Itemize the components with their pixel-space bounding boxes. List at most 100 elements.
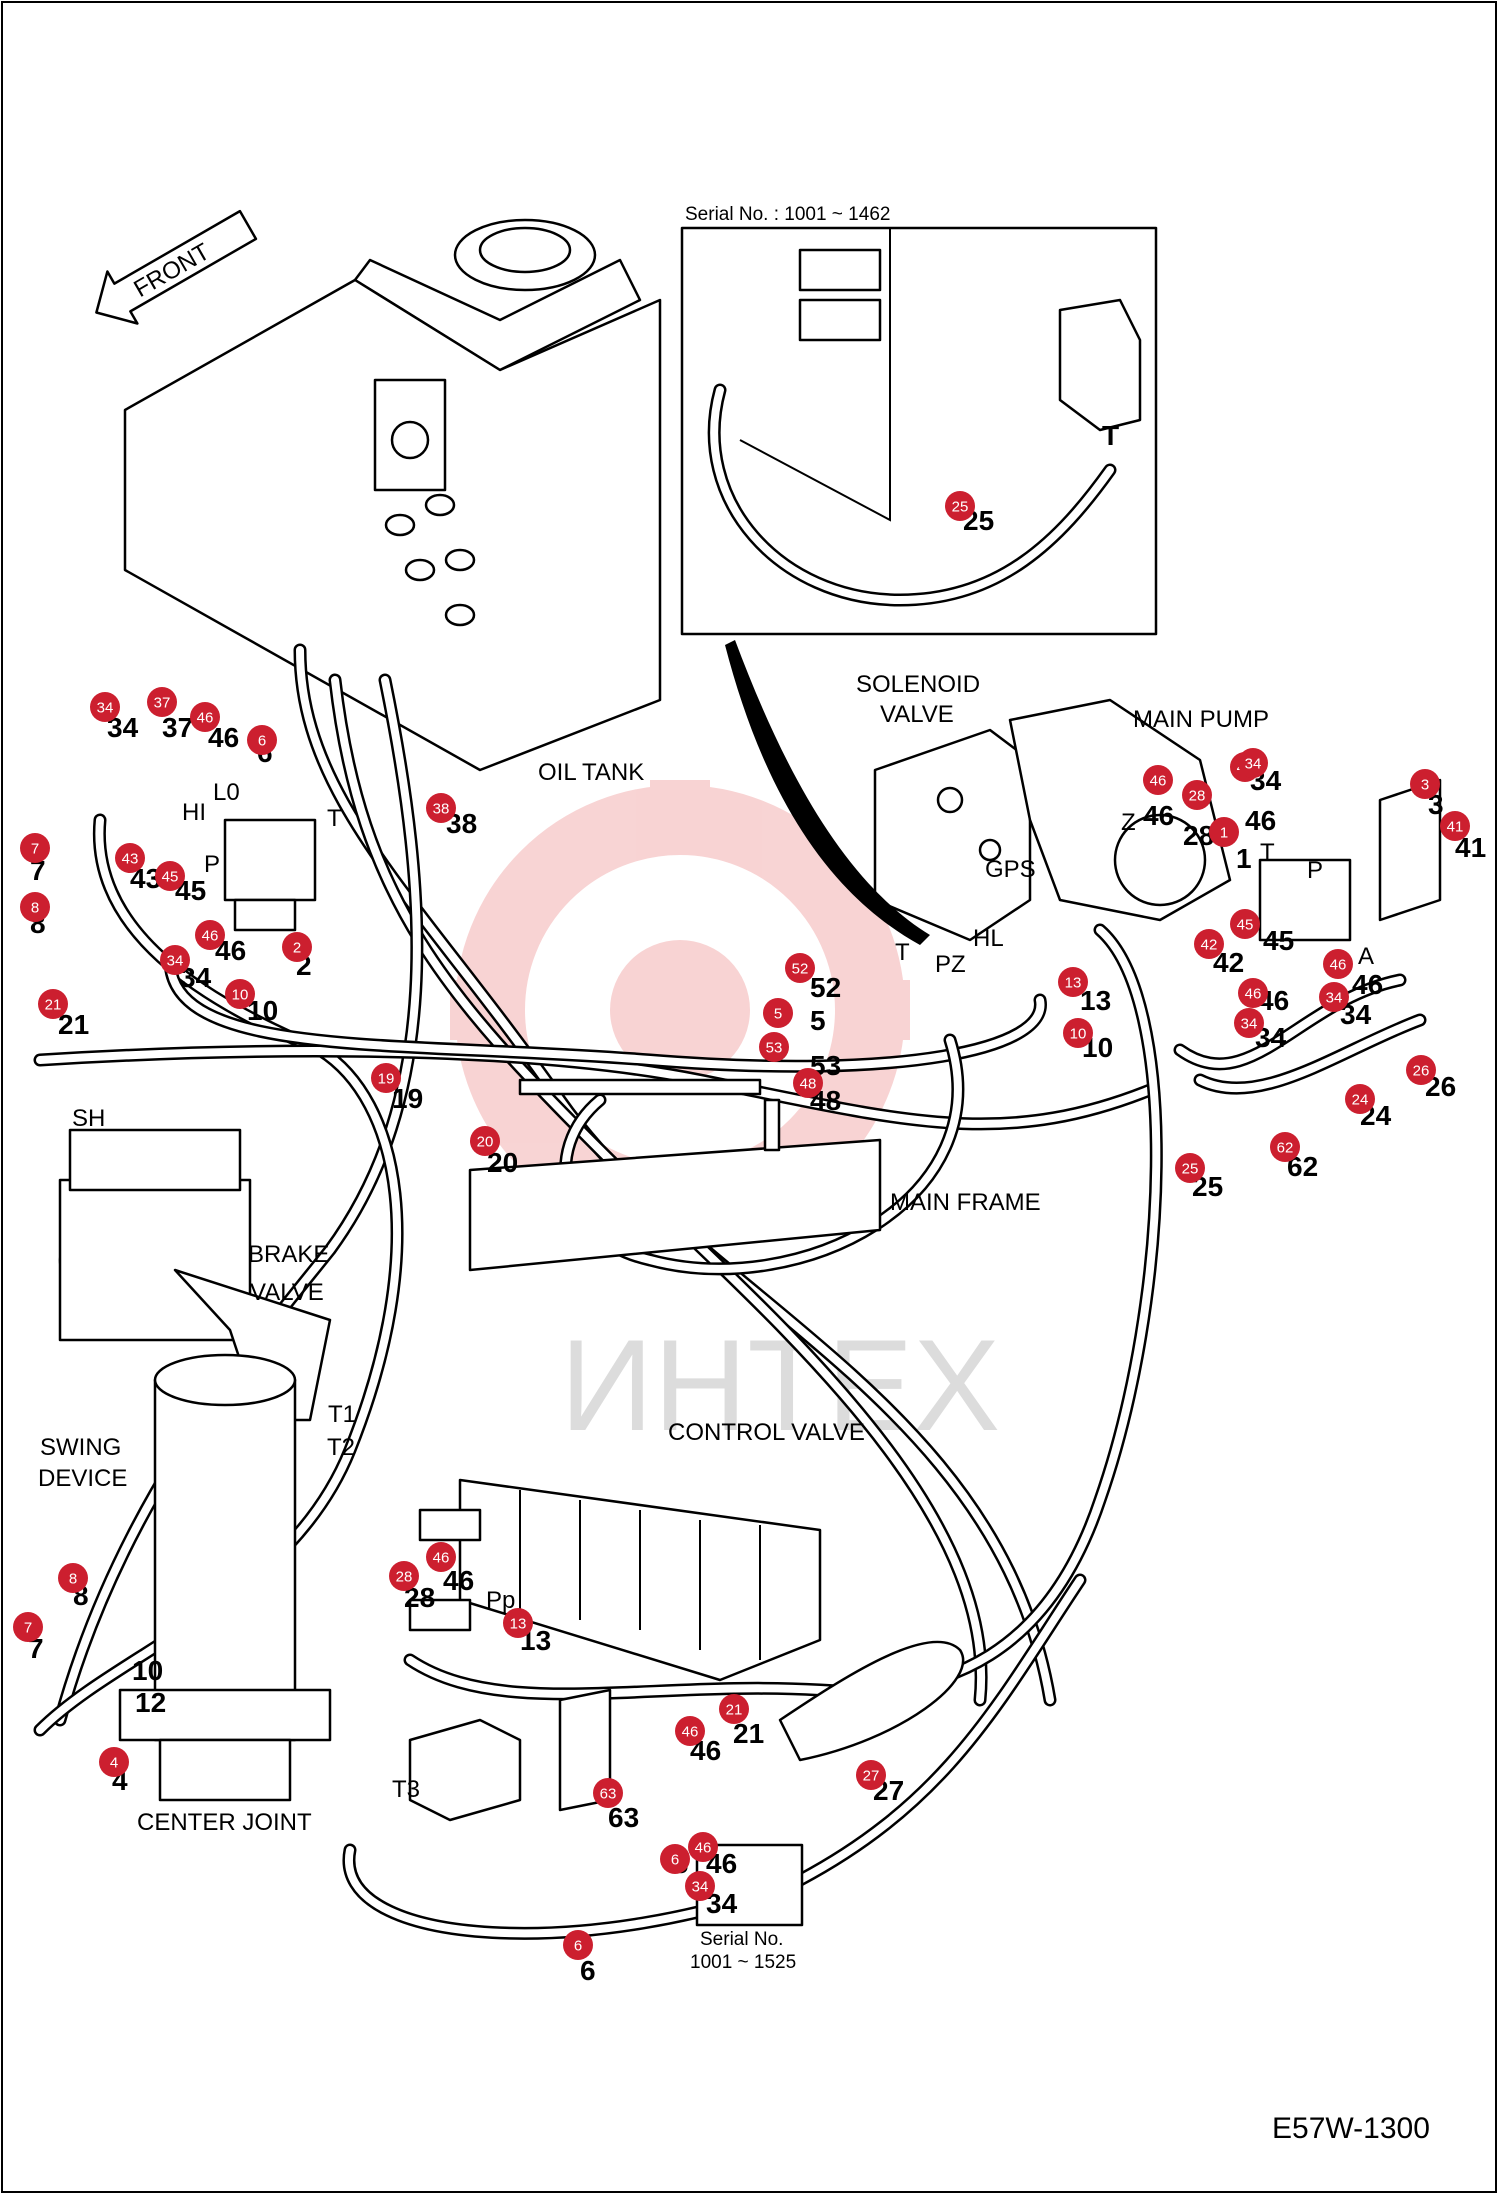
callout-circle xyxy=(856,1760,886,1790)
part-number: 10 xyxy=(132,1655,163,1686)
callout-circle xyxy=(1058,967,1088,997)
callout-label: 2 xyxy=(293,940,301,957)
callout-circle xyxy=(1345,1084,1375,1114)
callout-label: 45 xyxy=(162,869,179,886)
callout-marker: 3 xyxy=(1410,769,1440,799)
callout-circle xyxy=(38,989,68,1019)
callout-marker: 6 xyxy=(563,1930,593,1960)
callout-marker: 24 xyxy=(1345,1084,1375,1114)
part-number: 45 xyxy=(1263,925,1294,956)
callout-circle xyxy=(503,1608,533,1638)
part-number: 6 xyxy=(580,1955,596,1986)
callout-marker: 37 xyxy=(147,687,177,717)
callout-marker: 5 xyxy=(763,998,793,1028)
callout-label: 46 xyxy=(682,1724,699,1741)
watermark-text: ИНТЕХ xyxy=(560,1312,1000,1458)
callout-label: 48 xyxy=(800,1076,817,1093)
callout-label: 13 xyxy=(1065,975,1082,992)
callout-marker: 46 xyxy=(688,1832,718,1862)
port-pp: Pp xyxy=(486,1587,515,1614)
port-t1: T1 xyxy=(328,1401,356,1428)
center-joint xyxy=(118,1353,332,1802)
callout-label: 7 xyxy=(31,841,39,858)
callout-circle xyxy=(593,1778,623,1808)
callout-marker: 43 xyxy=(115,843,145,873)
callout-label: 8 xyxy=(69,1571,77,1588)
callout-label: 25 xyxy=(952,499,969,516)
callout-label: 19 xyxy=(378,1071,395,1088)
hoses xyxy=(33,643,1427,1940)
callout-marker: 10 xyxy=(225,979,255,1009)
callout-label: 21 xyxy=(45,997,62,1014)
callout-label: 46 xyxy=(433,1550,450,1567)
part-number: 46 xyxy=(443,1565,474,1596)
callout-marker: 6 xyxy=(660,1844,690,1874)
protective-sleeve xyxy=(778,1640,965,1762)
callout-label: 46 xyxy=(1245,986,1262,1003)
callout-circle xyxy=(1440,811,1470,841)
callout-label: 34 xyxy=(1245,756,1262,773)
callout-marker: 10 xyxy=(1063,1018,1093,1048)
label-solenoid-1: SOLENOID xyxy=(856,671,980,698)
callout-circle xyxy=(115,843,145,873)
callout-marker: 46 xyxy=(195,920,225,950)
callout-circle xyxy=(685,1871,715,1901)
callout-marker: 26 xyxy=(1406,1055,1436,1085)
callout-marker: 7 xyxy=(20,833,50,863)
callout-marker: 63 xyxy=(593,1778,623,1808)
callout-circle xyxy=(470,1126,500,1156)
callout-label: 5 xyxy=(774,1006,782,1023)
part-number: 52 xyxy=(810,972,841,1003)
callout-circle xyxy=(1323,949,1353,979)
callout-circle xyxy=(785,953,815,983)
callout-label: 24 xyxy=(1352,1092,1369,1109)
label-swing-1: SWING xyxy=(40,1434,121,1461)
port-l0: L0 xyxy=(213,779,240,806)
callout-marker: 41 xyxy=(1440,811,1470,841)
callout-marker: 48 xyxy=(793,1068,823,1098)
callout-circle xyxy=(675,1716,705,1746)
callout-circle xyxy=(688,1832,718,1862)
callout-marker: 25 xyxy=(1175,1153,1205,1183)
main-frame xyxy=(468,1078,882,1272)
callout-circle xyxy=(719,1694,749,1724)
callout-label: 63 xyxy=(600,1786,617,1803)
callout-label: 7 xyxy=(24,1620,32,1637)
callout-label: 62 xyxy=(1277,1140,1294,1157)
inset-pointer xyxy=(725,640,930,945)
callout-label: 46 xyxy=(197,710,214,727)
port-t2: T2 xyxy=(327,1434,355,1461)
callout-label: 25 xyxy=(1182,1161,1199,1178)
callout-circle xyxy=(160,945,190,975)
callout-layer: 3437466743458463423821101920525534846284… xyxy=(13,491,1470,1960)
callout-marker: 53 xyxy=(759,1032,789,1062)
callout-marker: 28 xyxy=(389,1561,419,1591)
inset-bottom-caption-2: 1001 ~ 1525 xyxy=(690,1952,796,1973)
port-labels: L0 HI P T SH T1 T2 GPS HL PZ T P A Z T P… xyxy=(72,779,1374,1803)
inset-bottom: 46 34 Serial No. 1001 ~ 1525 xyxy=(690,1843,804,1973)
callout-circle xyxy=(1238,748,1268,778)
part-number: 63 xyxy=(608,1802,639,1833)
callout-label: 21 xyxy=(726,1702,743,1719)
callout-marker: 34 xyxy=(1238,748,1268,778)
port-hi: HI xyxy=(182,799,206,826)
part-number: 19 xyxy=(392,1083,423,1114)
callout-circle xyxy=(247,725,277,755)
callout-marker: 34 xyxy=(1234,1008,1264,1038)
part-number: 46 xyxy=(1245,805,1276,836)
port-t: T xyxy=(327,805,342,832)
callout-label: 6 xyxy=(671,1852,679,1869)
label-brake-2: VALVE xyxy=(250,1279,324,1306)
callout-circle xyxy=(1175,1153,1205,1183)
callout-label: 6 xyxy=(574,1938,582,1955)
callout-circle xyxy=(90,692,120,722)
callout-label: 34 xyxy=(692,1879,709,1896)
callout-label: 27 xyxy=(863,1768,880,1785)
label-main-frame: MAIN FRAME xyxy=(890,1189,1041,1216)
port-t3: T3 xyxy=(392,1776,420,1803)
callout-marker: 46 xyxy=(426,1542,456,1572)
callout-marker: 46 xyxy=(190,702,220,732)
callout-label: 45 xyxy=(1237,917,1254,934)
callout-label: 53 xyxy=(766,1040,783,1057)
